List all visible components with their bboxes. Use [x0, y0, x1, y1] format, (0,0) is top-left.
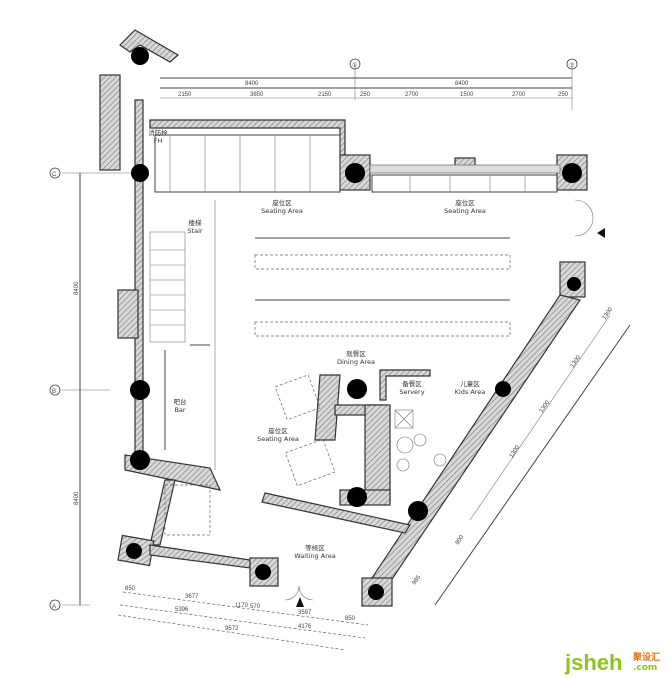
- area-label: 消防栓: [148, 128, 168, 137]
- svg-text:聚设汇: 聚设汇: [632, 651, 660, 663]
- area-label: 座位区: [272, 198, 292, 207]
- svg-text:2700: 2700: [512, 92, 526, 98]
- axis-marker: [566, 58, 578, 70]
- walls: [99, 29, 588, 607]
- entrance-arrow-icon: [597, 228, 605, 238]
- area-label: 就餐区: [346, 349, 366, 358]
- svg-text:Seating Area: Seating Area: [261, 207, 303, 215]
- svg-text:1300: 1300: [539, 399, 552, 414]
- svg-text:Dining Area: Dining Area: [337, 358, 375, 366]
- entrance-arrow-icon: [296, 597, 304, 607]
- column: [130, 380, 150, 400]
- area-labels: 座位区 Seating Area 座位区 Seating Area 楼梯 Sta…: [148, 128, 486, 560]
- bottom-dimensions: 850 3677 1170 570 3597 850 5396 4176 957…: [117, 586, 369, 651]
- column: [255, 564, 271, 580]
- svg-text:8400: 8400: [245, 81, 259, 87]
- svg-text:3597: 3597: [298, 610, 312, 616]
- svg-text:3677: 3677: [185, 594, 199, 600]
- svg-text:1300: 1300: [509, 444, 522, 459]
- svg-text:B: B: [52, 389, 56, 395]
- column: [567, 277, 581, 291]
- kids-area-furniture: [394, 409, 447, 472]
- area-label: 等候区: [305, 543, 325, 552]
- svg-text:4176: 4176: [298, 624, 312, 630]
- svg-text:1170: 1170: [235, 603, 249, 609]
- area-label: 备餐区: [402, 379, 422, 388]
- svg-text:Seating Area: Seating Area: [257, 435, 299, 443]
- area-label: 座位区: [455, 198, 475, 207]
- svg-text:A: A: [52, 604, 56, 610]
- top-dimensions: ① ⑦ 8400 8400 2150 3850 2150 250 2700 15…: [160, 58, 578, 110]
- column: [347, 379, 367, 399]
- svg-text:9572: 9572: [225, 626, 239, 632]
- svg-text:1500: 1500: [460, 92, 474, 98]
- area-label: 座位区: [268, 426, 288, 435]
- seating-banquettes: [154, 134, 558, 193]
- svg-text:850: 850: [345, 616, 356, 622]
- svg-text:C: C: [52, 172, 57, 178]
- area-label: 吧台: [174, 397, 187, 406]
- svg-text:Servery: Servery: [399, 388, 424, 396]
- doors: [284, 199, 605, 607]
- area-label: 楼梯: [189, 218, 203, 227]
- svg-text:Kids Area: Kids Area: [455, 388, 486, 396]
- svg-text:250: 250: [360, 92, 371, 98]
- watermark-logo: jsheh 聚设汇 .com: [564, 650, 660, 675]
- column: [562, 163, 582, 183]
- area-label: 儿童区: [460, 379, 480, 388]
- svg-text:2700: 2700: [405, 92, 419, 98]
- column: [126, 543, 142, 559]
- svg-text:①: ①: [352, 62, 357, 69]
- svg-text:8400: 8400: [455, 81, 469, 87]
- svg-text:1300: 1300: [602, 306, 615, 321]
- svg-text:1300: 1300: [570, 354, 583, 369]
- svg-text:250: 250: [558, 92, 569, 98]
- stair: [149, 200, 216, 470]
- svg-text:⑦: ⑦: [569, 62, 574, 69]
- column: [347, 487, 367, 507]
- svg-text:570: 570: [250, 604, 261, 610]
- svg-text:8400: 8400: [74, 281, 80, 295]
- structural-columns: [126, 47, 582, 600]
- svg-text:Stair: Stair: [187, 227, 202, 235]
- svg-text:2150: 2150: [318, 92, 332, 98]
- svg-text:8400: 8400: [74, 491, 80, 505]
- svg-text:FH: FH: [154, 137, 163, 145]
- svg-text:2150: 2150: [178, 92, 192, 98]
- svg-text:jsheh: jsheh: [564, 650, 622, 675]
- svg-text:Bar: Bar: [174, 406, 185, 414]
- column: [131, 164, 149, 182]
- svg-text:.com: .com: [633, 663, 657, 673]
- svg-text:985: 985: [412, 574, 423, 586]
- svg-text:3850: 3850: [250, 92, 264, 98]
- svg-text:Waiting Area: Waiting Area: [294, 552, 335, 560]
- left-dimensions: C B A 8400 8400: [49, 167, 135, 611]
- tables: [164, 237, 511, 536]
- column: [495, 381, 511, 397]
- axis-marker: [349, 58, 361, 70]
- svg-text:850: 850: [125, 586, 136, 592]
- svg-text:800: 800: [455, 534, 466, 546]
- svg-text:5396: 5396: [175, 607, 189, 613]
- column: [131, 47, 149, 65]
- column: [368, 584, 384, 600]
- column: [408, 501, 428, 521]
- column: [130, 450, 150, 470]
- svg-text:Seating Area: Seating Area: [444, 207, 486, 215]
- column: [345, 163, 365, 183]
